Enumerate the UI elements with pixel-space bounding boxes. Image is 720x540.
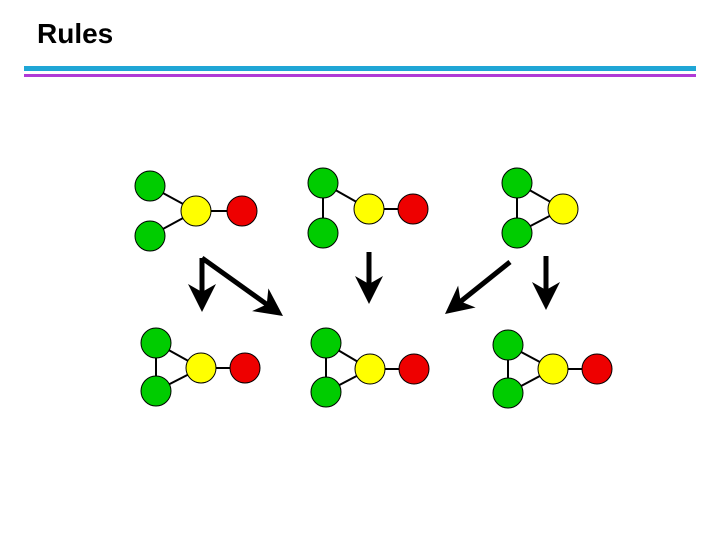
red-node <box>229 352 261 384</box>
title-underline-bottom <box>24 74 696 77</box>
title-underline-top <box>24 66 696 71</box>
green-node <box>310 376 342 408</box>
green-node <box>501 167 533 199</box>
green-node <box>501 217 533 249</box>
green-node <box>310 327 342 359</box>
arrow-head <box>252 288 283 316</box>
yellow-node <box>547 193 579 225</box>
arrows-layer <box>188 252 560 316</box>
nodes-layer <box>134 167 613 409</box>
graph-bottom-3 <box>492 329 613 409</box>
graph-top-1 <box>134 170 258 252</box>
page-title: Rules <box>37 18 114 49</box>
graph-top-2 <box>307 167 429 249</box>
green-node <box>307 167 339 199</box>
green-node <box>307 217 339 249</box>
green-node <box>134 220 166 252</box>
yellow-node <box>353 193 385 225</box>
yellow-node <box>185 352 217 384</box>
green-node <box>140 327 172 359</box>
title-underline <box>24 66 696 77</box>
arrow-head <box>188 284 216 312</box>
arrow-shaft <box>200 255 280 315</box>
yellow-node <box>537 353 569 385</box>
red-node <box>581 353 613 385</box>
arrow-head <box>532 282 560 310</box>
green-node <box>492 329 524 361</box>
red-node <box>226 195 258 227</box>
yellow-node <box>180 195 212 227</box>
red-node <box>397 193 429 225</box>
graph-top-3 <box>501 167 579 249</box>
arrow-head <box>445 285 476 314</box>
green-node <box>492 377 524 409</box>
green-node <box>140 375 172 407</box>
red-node <box>398 353 430 385</box>
yellow-node <box>354 353 386 385</box>
arrow-head <box>355 276 383 304</box>
graph-bottom-1 <box>140 327 261 407</box>
graph-bottom-2 <box>310 327 430 408</box>
green-node <box>134 170 166 202</box>
